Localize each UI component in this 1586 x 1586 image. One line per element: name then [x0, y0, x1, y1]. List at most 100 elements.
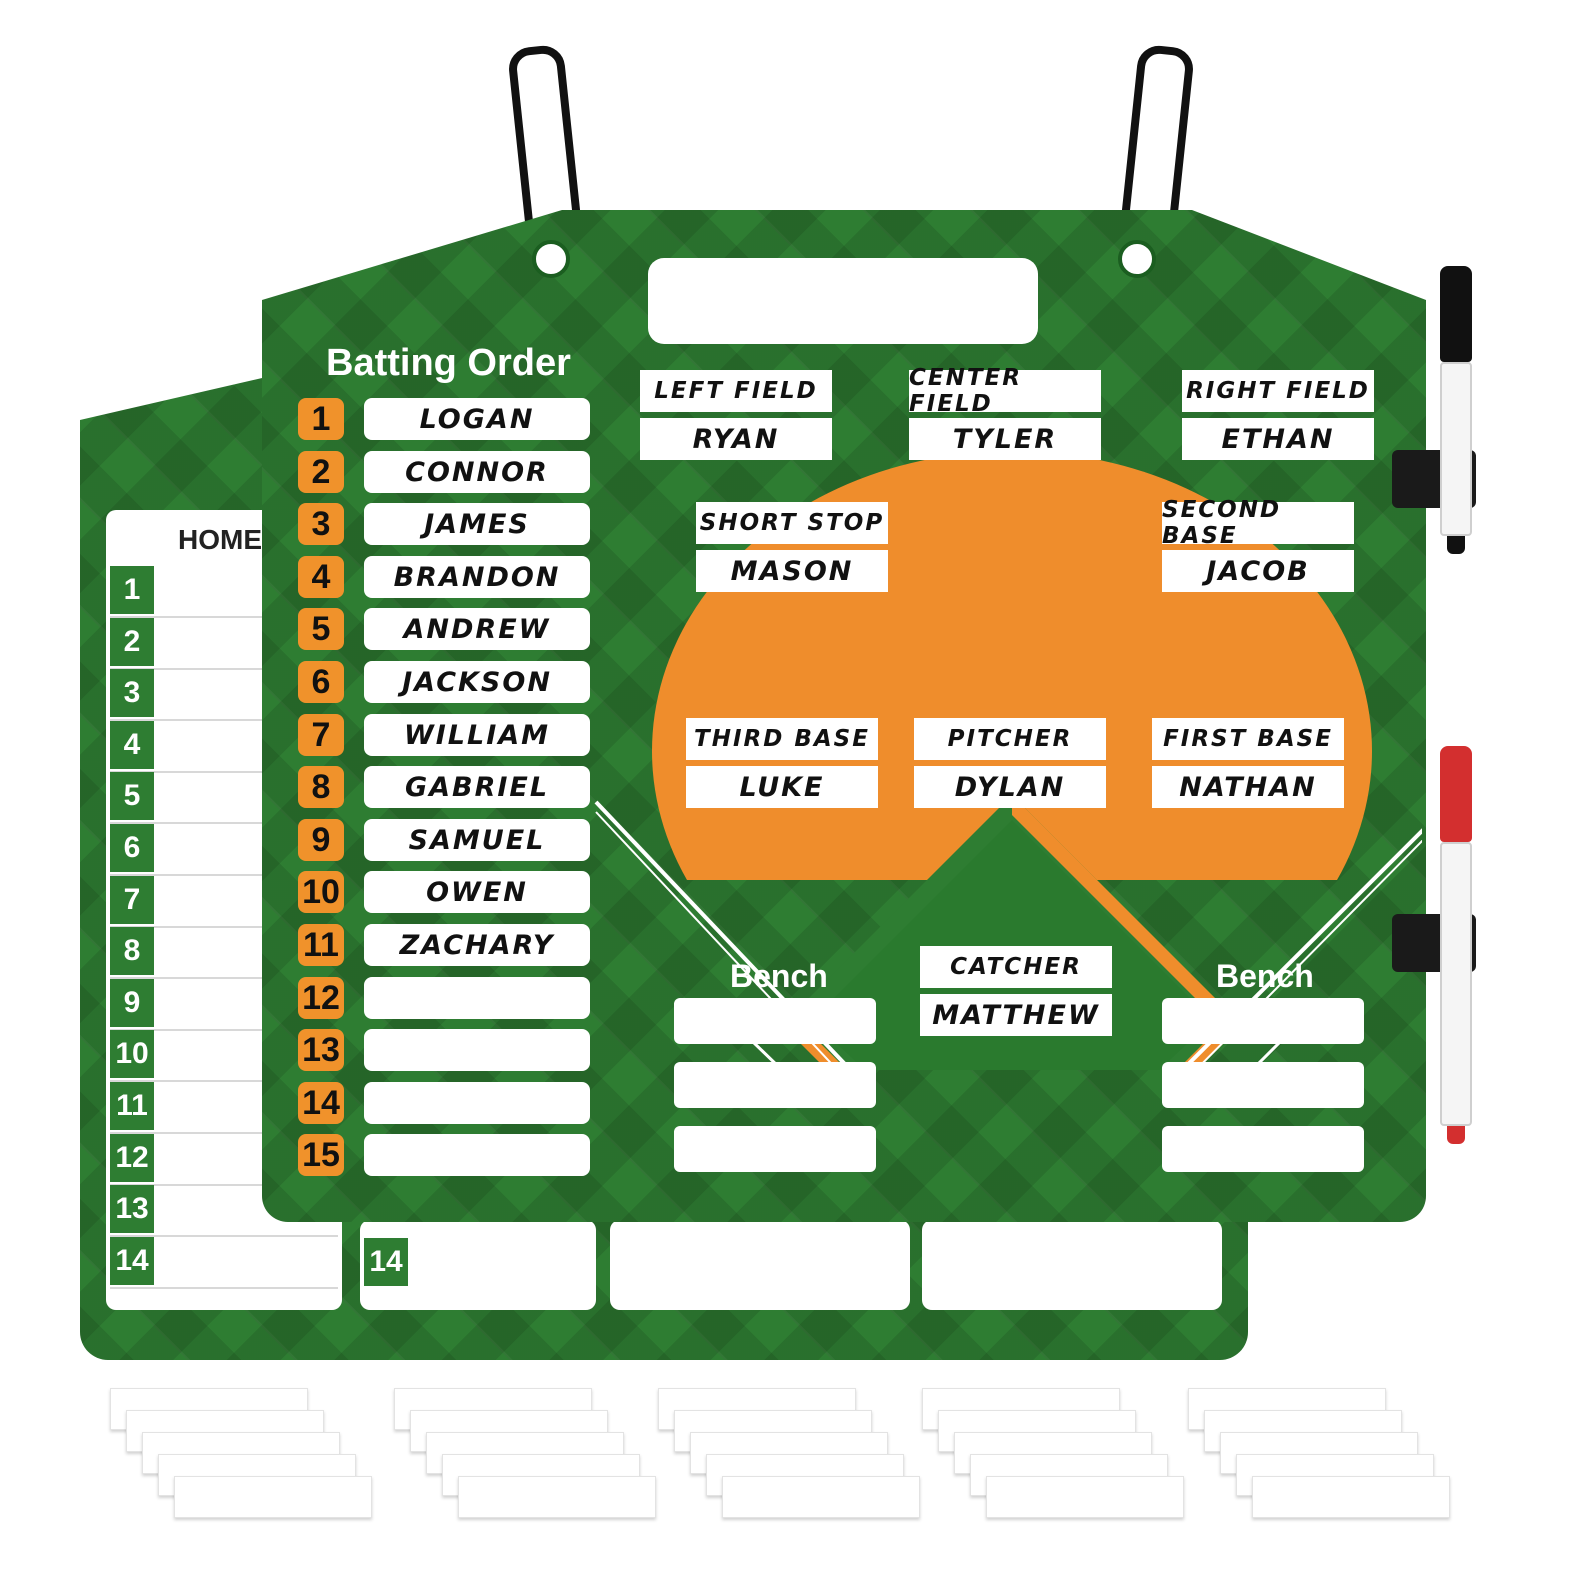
position-label: CENTER FIELD — [909, 365, 1101, 417]
home-row: 12 — [110, 1133, 338, 1186]
batting-slot[interactable]: ZACHARY — [364, 924, 590, 966]
home-row-number: 7 — [110, 875, 154, 924]
back-notes-panel — [922, 1220, 1222, 1310]
batting-number: 6 — [298, 661, 344, 703]
position-right-field: RIGHT FIELD ETHAN — [1182, 370, 1374, 460]
player-name[interactable]: ETHAN — [1182, 418, 1374, 460]
home-row: 5 — [110, 772, 338, 825]
batting-slot[interactable]: ANDREW — [364, 608, 590, 650]
position-second-base: SECOND BASE JACOB — [1162, 497, 1354, 592]
home-row-number: 3 — [110, 669, 154, 718]
home-row-number: 1 — [110, 566, 154, 614]
batting-slot[interactable] — [364, 977, 590, 1019]
home-row: 10 — [110, 1030, 338, 1083]
batting-slot[interactable]: OWEN — [364, 871, 590, 913]
home-row-number: 4 — [110, 720, 154, 769]
marker-cap — [1440, 746, 1472, 842]
batting-number: 5 — [298, 608, 344, 650]
bench-slot[interactable] — [674, 998, 876, 1044]
home-row-number: 5 — [110, 772, 154, 821]
batting-number: 8 — [298, 766, 344, 808]
base-paths — [782, 795, 1242, 1070]
label-strip[interactable] — [174, 1476, 372, 1518]
home-row: 7 — [110, 875, 338, 928]
home-row-number: 13 — [110, 1185, 154, 1234]
home-row-number: 6 — [110, 824, 154, 872]
batting-number: 14 — [298, 1082, 344, 1124]
home-row-number: 2 — [110, 617, 154, 666]
batting-slot[interactable]: BRANDON — [364, 556, 590, 598]
batting-slot[interactable] — [364, 1082, 590, 1124]
player-name[interactable]: LUKE — [686, 766, 878, 808]
bench-title-left: Bench — [730, 958, 828, 994]
batting-slot[interactable]: LOGAN — [364, 398, 590, 440]
away-row-number: 14 — [364, 1238, 408, 1286]
batting-number: 1 — [298, 398, 344, 440]
team-name-plate[interactable] — [648, 258, 1038, 344]
home-row: 3 — [110, 669, 338, 722]
bench-slot[interactable] — [1162, 1126, 1364, 1172]
back-notes-panel — [610, 1220, 910, 1310]
batting-number: 2 — [298, 451, 344, 493]
player-name[interactable]: RYAN — [640, 418, 832, 460]
bench-slot[interactable] — [1162, 1062, 1364, 1108]
position-label: LEFT FIELD — [640, 370, 832, 412]
batting-number: 7 — [298, 714, 344, 756]
position-catcher: CATCHER MATTHEW — [920, 946, 1112, 1036]
batting-number: 9 — [298, 819, 344, 861]
position-label: PITCHER — [914, 718, 1106, 760]
marker-tip — [1447, 536, 1465, 554]
player-name[interactable]: DYLAN — [914, 766, 1106, 808]
batting-number: 11 — [298, 924, 344, 966]
player-name[interactable]: TYLER — [909, 418, 1101, 460]
position-label: RIGHT FIELD — [1182, 370, 1374, 412]
home-row: 8 — [110, 927, 338, 980]
home-row: 2 — [110, 617, 338, 670]
home-row: 9 — [110, 978, 338, 1031]
label-strip[interactable] — [458, 1476, 656, 1518]
marker-icon[interactable] — [1440, 266, 1472, 554]
player-name[interactable]: MASON — [696, 550, 888, 592]
batting-slot[interactable]: SAMUEL — [364, 819, 590, 861]
label-strip[interactable] — [986, 1476, 1184, 1518]
player-name[interactable]: MATTHEW — [920, 994, 1112, 1036]
hang-hole — [1118, 240, 1156, 278]
position-center-field: CENTER FIELD TYLER — [909, 365, 1101, 460]
label-strip[interactable] — [1252, 1476, 1450, 1518]
bench-slot[interactable] — [674, 1062, 876, 1108]
label-strip[interactable] — [722, 1476, 920, 1518]
home-row-number: 8 — [110, 927, 154, 976]
marker-tip — [1447, 1126, 1465, 1144]
marker-barrel — [1440, 362, 1472, 536]
home-row: 14 — [110, 1236, 338, 1289]
batting-slot[interactable] — [364, 1029, 590, 1071]
home-title: HOME — [178, 524, 262, 555]
home-row-number: 10 — [110, 1030, 154, 1079]
player-name[interactable]: JACOB — [1162, 550, 1354, 592]
player-name[interactable]: NATHAN — [1152, 766, 1344, 808]
position-label: SHORT STOP — [696, 502, 888, 544]
bench-slot[interactable] — [1162, 998, 1364, 1044]
batting-number: 4 — [298, 556, 344, 598]
batting-slot[interactable] — [364, 1134, 590, 1176]
position-label: THIRD BASE — [686, 718, 878, 760]
position-label: CATCHER — [920, 946, 1112, 988]
batting-slot[interactable]: JACKSON — [364, 661, 590, 703]
batting-order-title: Batting Order — [326, 342, 571, 384]
batting-slot[interactable]: GABRIEL — [364, 766, 590, 808]
position-pitcher: PITCHER DYLAN — [914, 718, 1106, 808]
marker-icon[interactable] — [1440, 746, 1472, 1144]
bench-slot[interactable] — [674, 1126, 876, 1172]
home-row: 1 — [110, 566, 338, 618]
position-left-field: LEFT FIELD RYAN — [640, 370, 832, 460]
home-row: 13 — [110, 1185, 338, 1238]
home-row-number: 14 — [110, 1236, 154, 1285]
batting-slot[interactable]: JAMES — [364, 503, 590, 545]
batting-slot[interactable]: CONNOR — [364, 451, 590, 493]
away-lineup-panel: 14 — [360, 1220, 596, 1310]
position-label: SECOND BASE — [1162, 497, 1354, 549]
marker-cap — [1440, 266, 1472, 362]
batting-slot[interactable]: WILLIAM — [364, 714, 590, 756]
home-row-number: 11 — [110, 1082, 154, 1130]
